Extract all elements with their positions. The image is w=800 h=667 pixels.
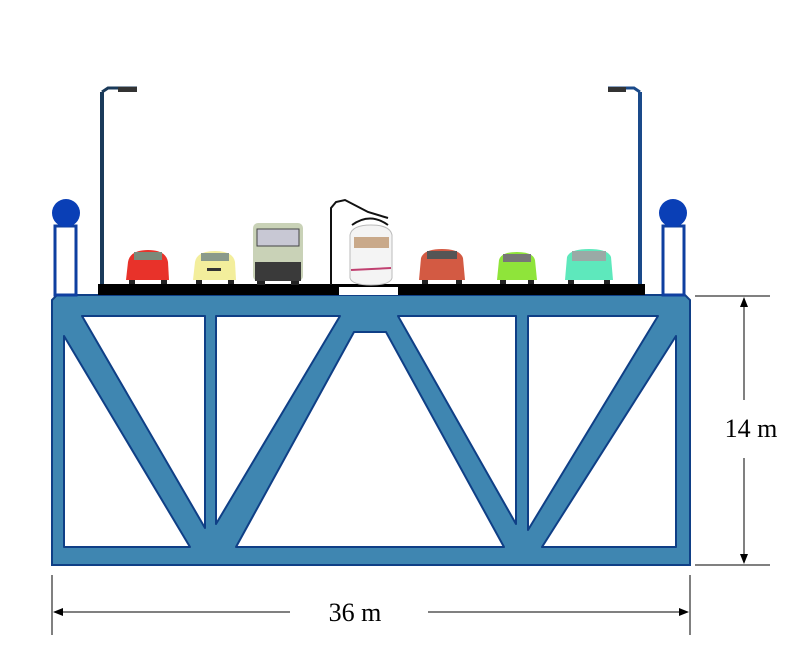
height-label: 14 m <box>725 414 778 443</box>
railing-right <box>659 199 687 297</box>
truss-opening <box>527 315 659 531</box>
car-teal <box>565 249 613 284</box>
truss-opening <box>63 335 191 548</box>
width-label: 36 m <box>329 598 382 627</box>
car-yellow <box>193 251 236 284</box>
car-orange <box>419 249 465 284</box>
truss-opening <box>235 331 505 548</box>
street-lamp-left <box>100 86 137 284</box>
truss-opening <box>397 315 517 525</box>
street-lamp-right <box>608 86 642 284</box>
car-green <box>497 252 537 284</box>
railing-ball <box>52 199 80 227</box>
railing-ball <box>659 199 687 227</box>
tram <box>330 198 393 286</box>
box-girder <box>51 294 691 566</box>
truss-opening <box>541 335 677 548</box>
truck <box>253 223 303 285</box>
truss-opening <box>215 315 341 525</box>
width-dimension <box>51 575 691 635</box>
railing-left <box>52 199 80 297</box>
height-dimension <box>695 295 770 566</box>
car-red <box>126 250 169 284</box>
truss-opening <box>81 315 206 529</box>
tram-track-slab <box>339 287 398 295</box>
